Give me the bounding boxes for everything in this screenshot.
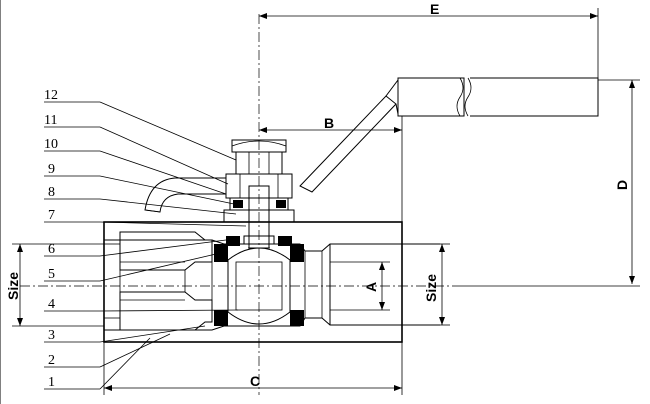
part-label-5: 5: [48, 267, 55, 282]
dim-label-size-left: Size: [5, 272, 21, 300]
part-label-7: 7: [48, 208, 55, 223]
part-number-labels: 12 11 10 9 8 7 6 5 4 3 2 1: [44, 88, 58, 390]
dimension-lines: [12, 8, 640, 395]
dim-label-size-right: Size: [423, 274, 439, 302]
centerlines: [20, 14, 455, 395]
part-label-1: 1: [48, 375, 55, 390]
end-insert: [104, 231, 213, 331]
valve-body: [103, 221, 440, 343]
part-label-11: 11: [44, 113, 57, 128]
dim-label-b: B: [324, 115, 334, 131]
part-label-8: 8: [48, 185, 55, 200]
leader-lines: [44, 101, 247, 390]
part-label-6: 6: [48, 242, 55, 257]
dim-label-a: A: [363, 282, 379, 292]
part-label-9: 9: [48, 162, 55, 177]
dim-label-e: E: [430, 1, 439, 17]
dim-label-d: D: [614, 180, 630, 190]
seats: [214, 244, 304, 326]
part-label-10: 10: [44, 137, 58, 152]
dimension-labels: E B C D A Size Size: [5, 1, 630, 389]
part-label-3: 3: [48, 328, 55, 343]
dim-label-c: C: [250, 373, 260, 389]
handle: [144, 77, 599, 213]
part-label-12: 12: [44, 88, 58, 103]
part-label-2: 2: [48, 353, 55, 368]
part-label-4: 4: [48, 297, 55, 312]
